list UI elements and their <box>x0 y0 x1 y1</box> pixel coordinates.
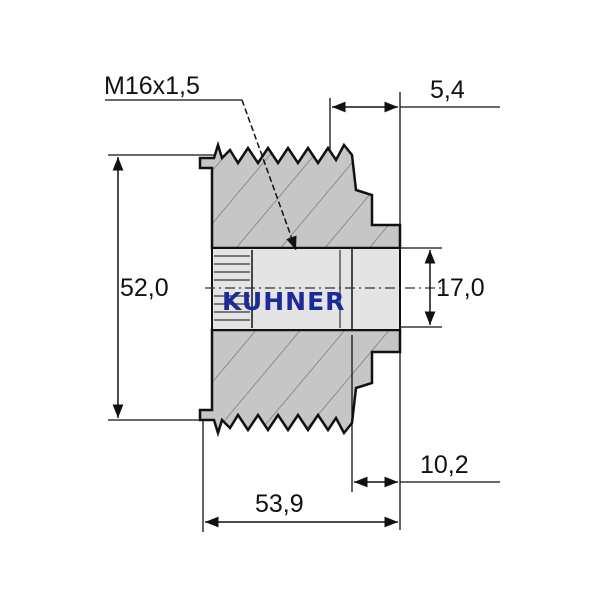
outer-diameter-label: 52,0 <box>120 274 169 302</box>
kuhner-logo: KUHNER <box>222 287 345 316</box>
front-offset-label: 5,4 <box>430 76 465 104</box>
extension-lines <box>108 92 442 532</box>
pulley-body-upper <box>198 140 402 250</box>
spline-teeth <box>214 255 250 321</box>
pulley-body-lower <box>198 328 402 438</box>
bore-diameter-label: 17,0 <box>436 274 485 302</box>
bore <box>211 247 401 331</box>
overall-length-label: 53,9 <box>255 490 304 518</box>
thread-label: M16x1,5 <box>104 72 200 100</box>
hub-offset-label: 10,2 <box>420 451 469 479</box>
